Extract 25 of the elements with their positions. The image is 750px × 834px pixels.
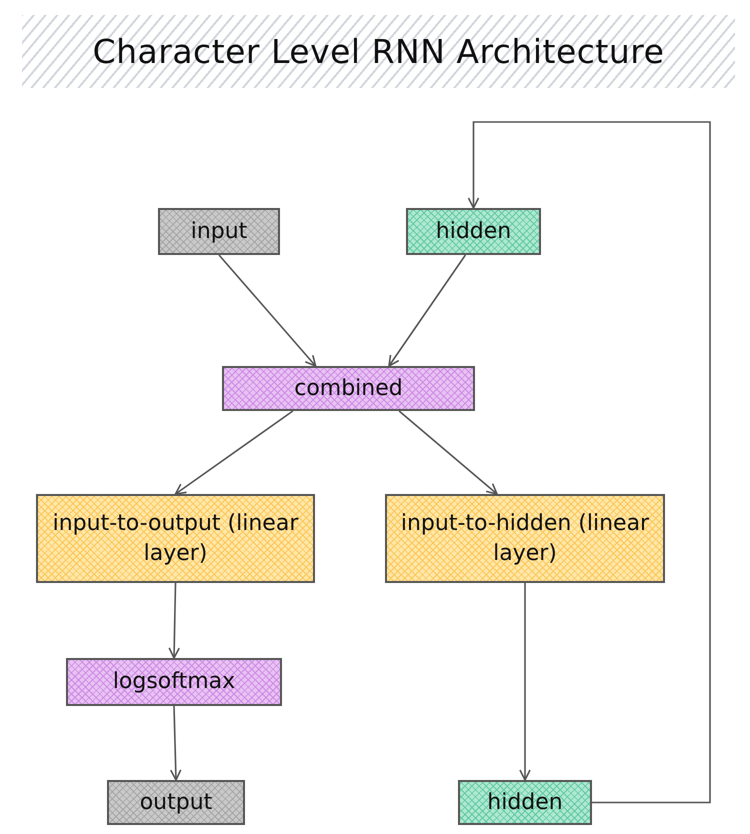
box-label: hidden (434, 218, 512, 246)
arrow (468, 121, 711, 804)
box-label: input-to-output (linear layer) (52, 510, 300, 568)
box-label: hidden (486, 788, 564, 817)
process-box (406, 208, 541, 255)
arrow (170, 706, 182, 781)
diagram-title: Character Level RNN Architecture (22, 15, 735, 88)
arrow (218, 254, 316, 367)
process-box (66, 658, 282, 706)
arrow (398, 410, 498, 495)
box-label: output (138, 788, 214, 817)
arrow (388, 254, 466, 367)
process-box (222, 366, 475, 411)
process-box (158, 208, 280, 255)
process-box (36, 494, 315, 583)
arrow (174, 410, 294, 495)
process-box (385, 494, 665, 583)
box-label: combined (293, 374, 404, 403)
box-label: input (190, 218, 248, 246)
arrow (168, 582, 180, 659)
process-box (107, 780, 245, 825)
process-box (458, 780, 592, 825)
box-label: input-to-hidden (linear layer) (400, 510, 650, 568)
box-label: logsoftmax (112, 668, 236, 696)
arrow (519, 583, 531, 781)
